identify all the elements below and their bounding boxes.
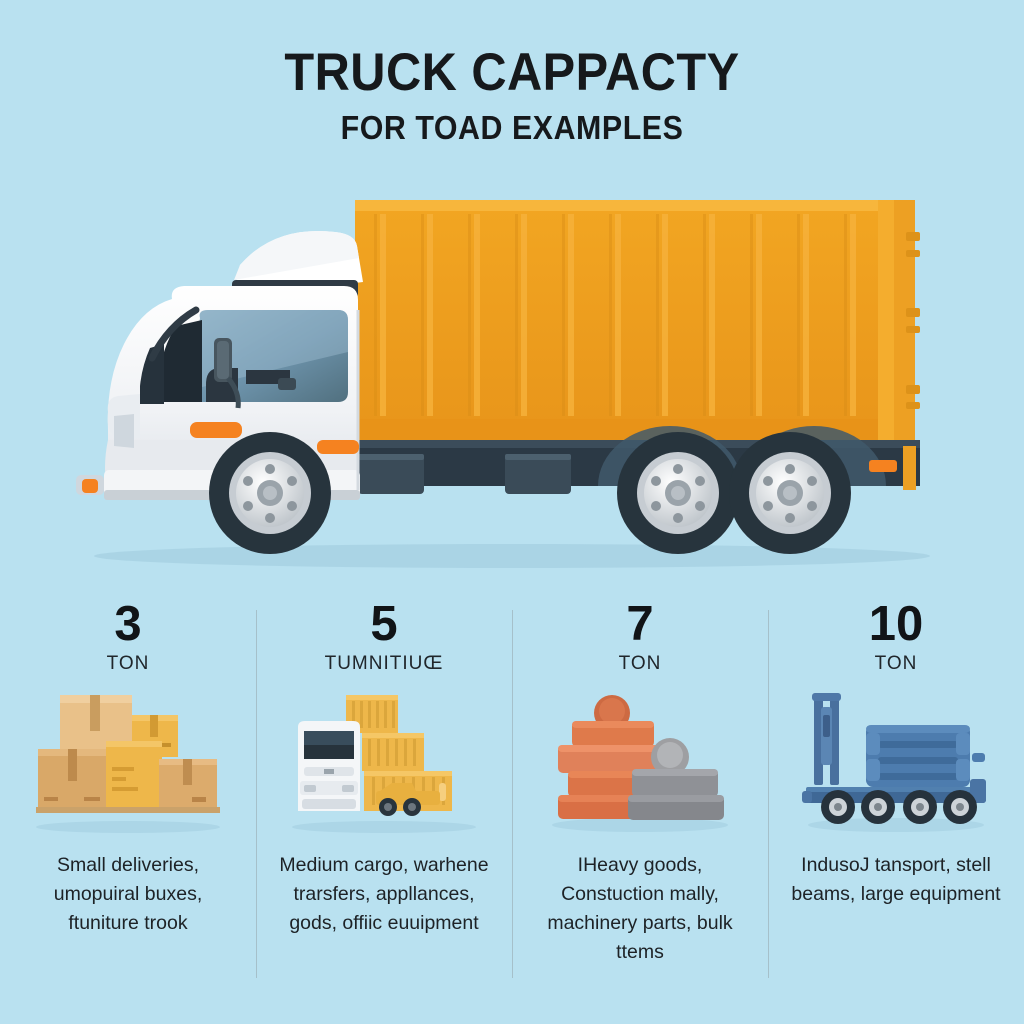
hero-truck-illustration [0, 170, 1024, 580]
orange-block-1 [572, 721, 654, 747]
container-middle [362, 733, 424, 771]
steel-cargo-block [866, 725, 985, 787]
cardboard-boxes-icon [0, 687, 256, 837]
box-left-front [38, 749, 108, 811]
capacity-column-5-ton[interactable]: 5 TUMNITIUŒ [256, 596, 512, 996]
front-turn-signal [190, 422, 242, 438]
title-main: TRUCK CAPPACTY [284, 43, 740, 102]
capacity-description: Small deliveries, umopuiral buxes, ftuni… [53, 854, 203, 934]
gray-block-1 [632, 769, 718, 797]
capacity-column-3-ton[interactable]: 3 TON [0, 596, 256, 996]
capacity-columns: 3 TON [0, 596, 1024, 996]
wheel-front [209, 432, 331, 554]
truck-ground-shadow [94, 544, 930, 568]
capacity-unit: TON [106, 653, 150, 674]
stacked-steel-blocks-icon [512, 687, 768, 837]
rear-marker-light [869, 460, 897, 472]
capacity-description: IHeavy goods, Constuction mally, machine… [547, 854, 733, 963]
forklift-mast [812, 693, 841, 785]
capacity-column-7-ton[interactable]: 7 TON [512, 596, 768, 996]
wheel-rear-1 [617, 432, 739, 554]
capacity-number: 7 [626, 597, 654, 651]
bumper-lamp [82, 479, 98, 493]
truck-front-view [298, 721, 360, 811]
orange-block-3 [568, 771, 650, 797]
title-subtitle: FOR TOAD EXAMPLES [340, 109, 684, 146]
truck-wheels [209, 432, 851, 554]
capacity-unit: TON [618, 653, 662, 674]
gray-coil [651, 738, 689, 776]
gray-block-2 [628, 795, 724, 820]
cargo-box [355, 200, 920, 440]
capacity-number: 10 [868, 597, 924, 651]
yellow-loader [376, 783, 440, 816]
capacity-number: 3 [114, 597, 142, 651]
box-large-back [60, 695, 132, 757]
capacity-unit: TON [874, 653, 918, 674]
capacity-description: Medium cargo, warhene trarsfers, appllan… [279, 854, 489, 934]
box-center-orange [106, 741, 162, 811]
page-title: TRUCK CAPPACTY FOR TOAD EXAMPLES [0, 44, 1024, 148]
wheel-rear-2 [729, 432, 851, 554]
orange-block-4 [558, 795, 648, 819]
capacity-description: IndusoJ tansport, stell beams, large equ… [791, 854, 1001, 905]
capacity-unit: TUMNITIUŒ [324, 653, 444, 674]
orange-block-2 [558, 745, 662, 773]
cargo-door-hinges [906, 232, 920, 409]
flatbed-trailer-icon [768, 687, 1024, 837]
capacity-column-10-ton[interactable]: 10 TON [768, 596, 1024, 996]
side-mirror [214, 338, 241, 409]
trailer-wheels [821, 790, 977, 824]
box-right-front [159, 759, 217, 811]
capacity-number: 5 [370, 597, 398, 651]
side-turn-signal [317, 440, 359, 454]
truck-and-containers-icon [256, 687, 512, 837]
